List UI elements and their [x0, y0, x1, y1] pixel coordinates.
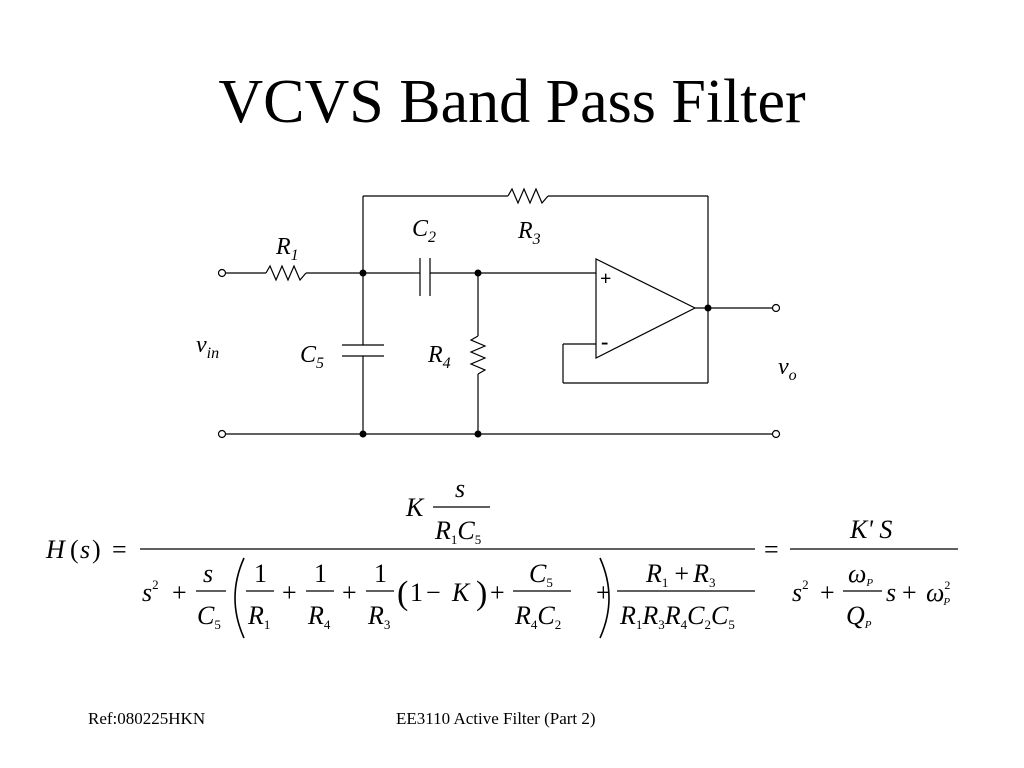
r4-label: R4: [427, 342, 451, 372]
den-plus-3: +: [342, 578, 357, 607]
equals-sign: =: [112, 535, 127, 564]
junction-dot: [474, 430, 482, 438]
one-r1-den: R1: [247, 601, 270, 632]
r4-resistor: [469, 335, 487, 375]
rhs-s-squared: s2: [792, 577, 809, 607]
one-minus-k-close: ): [476, 575, 487, 612]
den-frac-s-den: C5: [197, 601, 221, 632]
opamp-plus-sign: +: [600, 268, 611, 290]
c2-label: C2: [412, 216, 436, 246]
footer-reference: Ref:080225HKN: [88, 709, 206, 728]
den-frac-s-num: s: [203, 559, 213, 588]
lhs-H: H: [45, 535, 66, 564]
one-minus-k-open: (: [397, 575, 408, 612]
one-minus-k-one: 1: [410, 578, 423, 607]
den-plus-4: +: [490, 578, 505, 607]
one-minus-k-minus: −: [426, 578, 441, 607]
one-r3-den: R3: [367, 601, 390, 632]
r4c2-den: R4C2: [514, 601, 561, 632]
c5-num: C5: [529, 559, 553, 590]
circuit-diagram: + - R1 C2 R3 C5 R4 vin vo: [196, 187, 797, 439]
r3-label: R3: [517, 218, 541, 248]
vin-label: vin: [196, 332, 219, 362]
vin-bottom-terminal: [217, 429, 227, 439]
den-s-squared: s2: [142, 577, 159, 607]
product-den: R1R3R4C2C5: [619, 601, 735, 632]
one-r1-num: 1: [254, 559, 267, 588]
junction-dot: [359, 430, 367, 438]
vo-label: vo: [778, 354, 797, 384]
rhs-plus-2: +: [902, 578, 917, 607]
slide-title: VCVS Band Pass Filter: [218, 68, 806, 136]
r1-resistor: [265, 264, 307, 282]
rhs-plus-1: +: [820, 578, 835, 607]
junction-dot: [359, 269, 367, 277]
den-plus-1: +: [172, 578, 187, 607]
num-K: K: [405, 493, 425, 522]
opamp-minus-sign: -: [601, 329, 608, 354]
left-big-paren: [234, 557, 245, 639]
one-r4-den: R4: [307, 601, 331, 632]
rhs-equals-sign: =: [764, 535, 779, 564]
lhs-close-paren: ): [92, 535, 101, 564]
one-minus-k-K: K: [451, 578, 471, 607]
vin-top-terminal: [217, 268, 227, 278]
rhs-s: s: [886, 578, 896, 607]
vo-top-terminal: [771, 303, 781, 313]
right-big-paren: [599, 557, 610, 639]
den-plus-5: +: [596, 578, 611, 607]
num-R1C5: R1C5: [434, 516, 481, 547]
one-r3-num: 1: [374, 559, 387, 588]
junction-dot: [474, 269, 482, 277]
lhs-open-paren: (: [70, 535, 79, 564]
num-s: s: [455, 474, 465, 503]
one-r4-num: 1: [314, 559, 327, 588]
opamp-triangle: [595, 258, 697, 359]
c5-label: C5: [300, 342, 324, 372]
junction-dot: [704, 304, 712, 312]
r3-resistor: [507, 187, 549, 205]
footer-course-title: EE3110 Active Filter (Part 2): [396, 709, 596, 728]
vo-bottom-terminal: [771, 429, 781, 439]
rhs-omega-p: ωP: [848, 559, 873, 589]
rhs-q-p: QP: [846, 601, 872, 631]
den-plus-2: +: [282, 578, 297, 607]
rhs-numerator: K' S: [849, 515, 892, 544]
r1-label: R1: [275, 234, 299, 264]
lhs-s: s: [80, 535, 90, 564]
sum-num: R1+R3: [645, 559, 715, 590]
